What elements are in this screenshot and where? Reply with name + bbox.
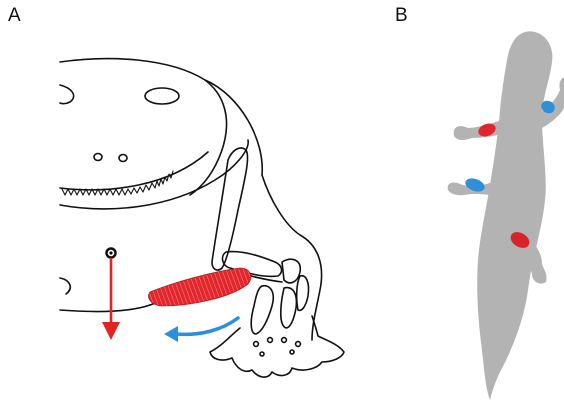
finger-joint: [282, 338, 287, 343]
panel-a-illustration: [60, 59, 344, 377]
carpal-2: [251, 286, 273, 334]
throat-outline: [60, 305, 150, 312]
mouth-line: [60, 152, 208, 190]
teeth: [62, 171, 173, 195]
nostril-left: [94, 154, 102, 161]
lower-jaw: [60, 140, 248, 209]
carpal-1: [282, 259, 300, 283]
head-outline: [60, 59, 227, 195]
finger-joint: [290, 350, 294, 354]
nostril-right: [119, 155, 127, 162]
center-of-mass-icon: [107, 249, 116, 258]
limb-skin-upper: [262, 175, 322, 340]
salamander-body: [477, 31, 552, 400]
eye-left: [60, 85, 74, 104]
metacarpal-2: [297, 276, 309, 311]
finger-joint: [296, 342, 301, 347]
eye-right: [145, 88, 179, 104]
head-side: [205, 80, 262, 175]
curved-arrow-icon: [164, 318, 238, 342]
metacarpal-1: [281, 288, 297, 328]
salamander-silhouette: [448, 31, 564, 400]
finger-joint: [254, 342, 259, 347]
finger-joint: [260, 352, 264, 356]
gular-mark: [60, 278, 70, 294]
finger-joint: [268, 338, 273, 343]
down-arrow-icon: [102, 258, 120, 340]
muscle-highlight-red: [149, 268, 251, 306]
